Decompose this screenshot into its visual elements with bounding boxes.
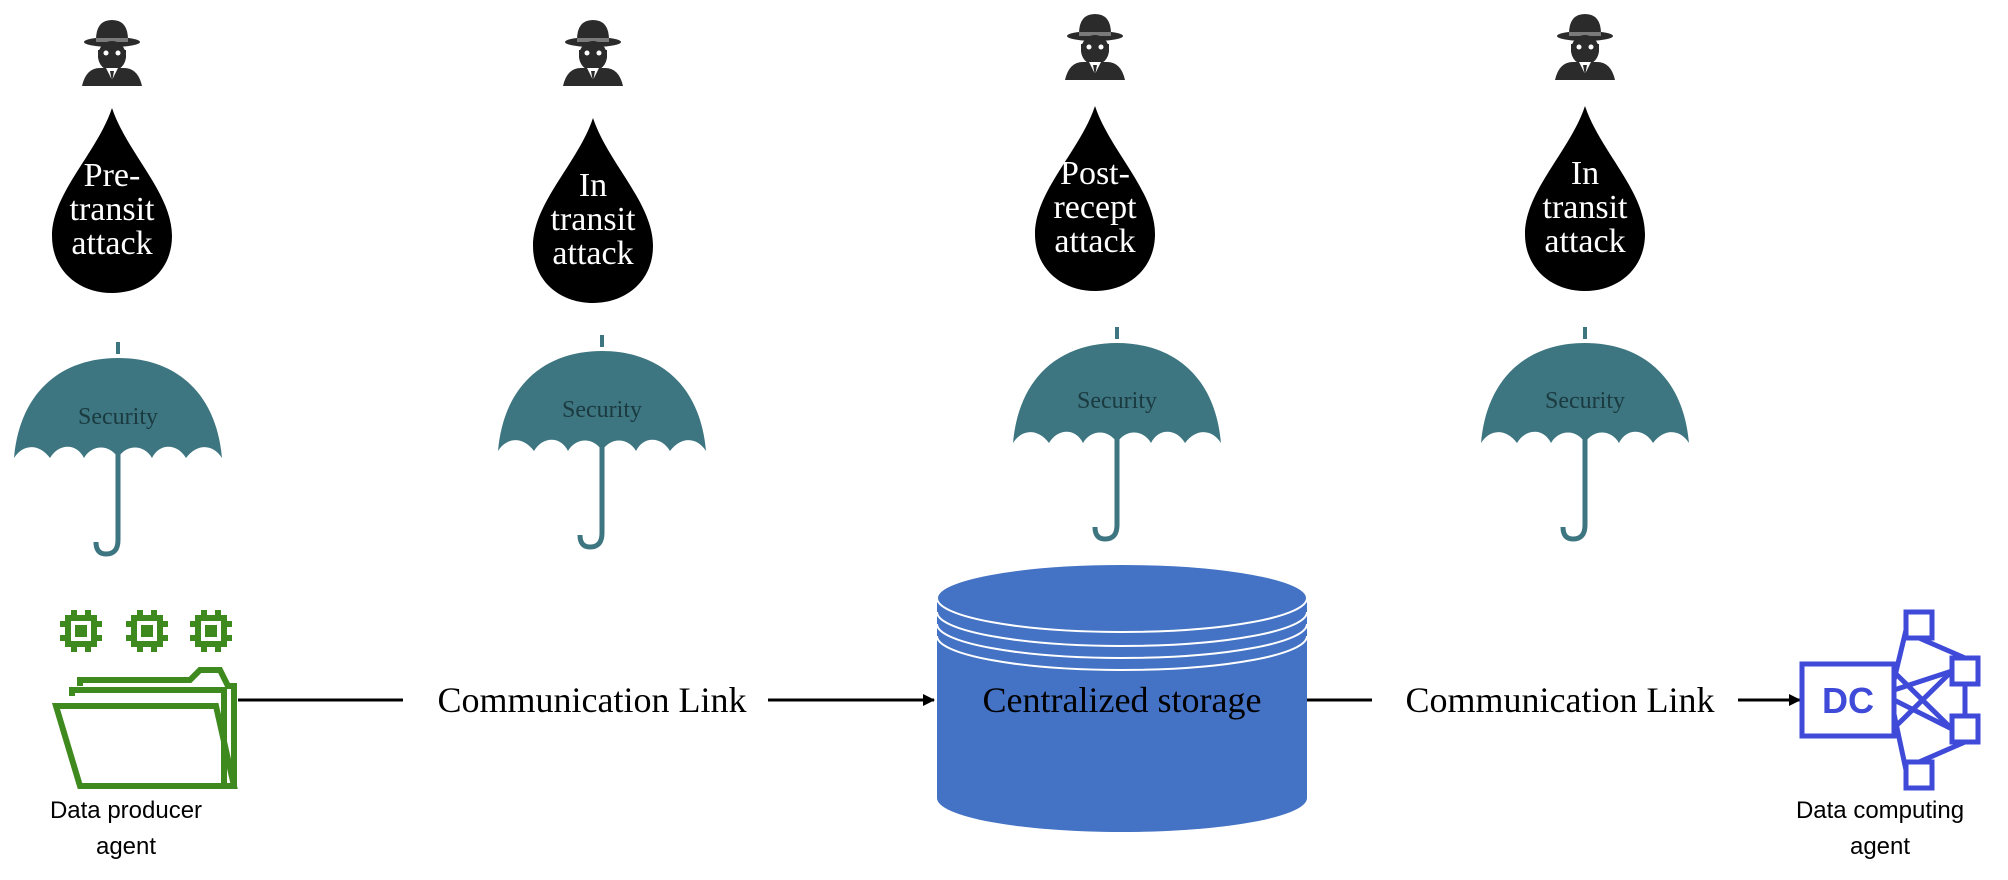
computing-label-line: agent bbox=[1850, 833, 1910, 860]
security-label: Security bbox=[562, 397, 642, 423]
attack-label-line: attack bbox=[1054, 223, 1135, 260]
producer-label-line: Data producer bbox=[50, 797, 202, 824]
security-label: Security bbox=[1545, 388, 1625, 414]
data-computing-network-icon bbox=[1799, 609, 1981, 791]
spy-icon bbox=[563, 20, 623, 86]
link-label: Communication Link bbox=[438, 680, 747, 720]
attack-label-line: Post- bbox=[1060, 155, 1130, 192]
storage-label: Centralized storage bbox=[983, 680, 1262, 720]
spy-icon bbox=[1065, 14, 1125, 80]
computing-label-line: Data computing bbox=[1796, 797, 1964, 824]
security-umbrella-icon bbox=[1013, 327, 1221, 539]
attack-label-line: recept bbox=[1053, 189, 1137, 226]
attack-column-4: In transit attack Security bbox=[1481, 14, 1689, 539]
communication-link-2: Communication Link bbox=[1307, 680, 1801, 720]
centralized-storage: Centralized storage bbox=[936, 563, 1308, 832]
folder-chip-icon bbox=[51, 610, 238, 789]
attack-column-1: Pre- transit attack Security bbox=[14, 20, 222, 554]
dc-badge: DC bbox=[1822, 680, 1874, 721]
database-cylinder-icon bbox=[936, 563, 1308, 832]
attack-column-3: Post- recept attack Security bbox=[1013, 14, 1221, 539]
communication-link-1: Communication Link bbox=[238, 680, 935, 720]
attack-label-line: attack bbox=[552, 235, 633, 272]
data-producer-agent: Data producer agent bbox=[50, 610, 238, 860]
attack-label-line: attack bbox=[71, 225, 152, 262]
spy-icon bbox=[1555, 14, 1615, 80]
security-umbrella-icon bbox=[498, 335, 706, 547]
attack-label-line: transit bbox=[1543, 189, 1629, 226]
attack-label-line: In bbox=[1571, 155, 1599, 192]
attack-label-line: transit bbox=[551, 201, 637, 238]
security-umbrella-icon bbox=[1481, 327, 1689, 539]
attack-label-line: In bbox=[579, 167, 607, 204]
spy-icon bbox=[82, 20, 142, 86]
attack-label-line: transit bbox=[70, 191, 156, 228]
producer-label-line: agent bbox=[96, 833, 156, 860]
security-label: Security bbox=[78, 404, 158, 430]
attack-label-line: Pre- bbox=[84, 157, 141, 194]
attack-column-2: In transit attack Security bbox=[498, 20, 706, 547]
security-umbrella-icon bbox=[14, 342, 222, 554]
link-label: Communication Link bbox=[1406, 680, 1715, 720]
security-label: Security bbox=[1077, 388, 1157, 414]
data-computing-agent: DC Data computing agent bbox=[1796, 609, 1981, 860]
attack-label-line: attack bbox=[1544, 223, 1625, 260]
